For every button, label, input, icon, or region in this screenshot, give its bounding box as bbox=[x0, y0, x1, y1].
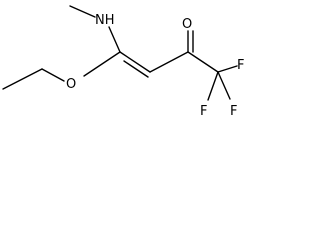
bond-n-c1 bbox=[108, 26, 121, 53]
bond-ethyl-ch2-ch3 bbox=[2, 68, 43, 90]
bond-c1-c2-double-b bbox=[123, 60, 149, 78]
bonds bbox=[2, 5, 238, 101]
bond-c2-c3 bbox=[149, 51, 189, 73]
chemical-structure-diagram: NH O O F F F bbox=[2, 5, 244, 119]
bond-c4-f2 bbox=[207, 71, 219, 101]
atom-label-nh: NH bbox=[95, 13, 115, 28]
bond-n-methyl bbox=[69, 5, 96, 18]
atom-label-f-2: F bbox=[200, 104, 207, 119]
atom-labels: NH O O F F F bbox=[66, 13, 244, 119]
atom-label-o-carbonyl: O bbox=[182, 17, 192, 32]
atom-label-o-ether: O bbox=[66, 77, 76, 92]
bond-c3-c4 bbox=[187, 51, 219, 73]
atom-label-f-3: F bbox=[230, 104, 237, 119]
bond-c1-o-ether bbox=[83, 51, 121, 77]
bond-c4-f3 bbox=[217, 71, 231, 100]
bond-c4-f1 bbox=[217, 65, 238, 73]
atom-label-f-1: F bbox=[237, 58, 244, 73]
bond-o-ethyl-ch2 bbox=[41, 68, 65, 82]
bond-c1-c2-double-a bbox=[119, 51, 151, 73]
